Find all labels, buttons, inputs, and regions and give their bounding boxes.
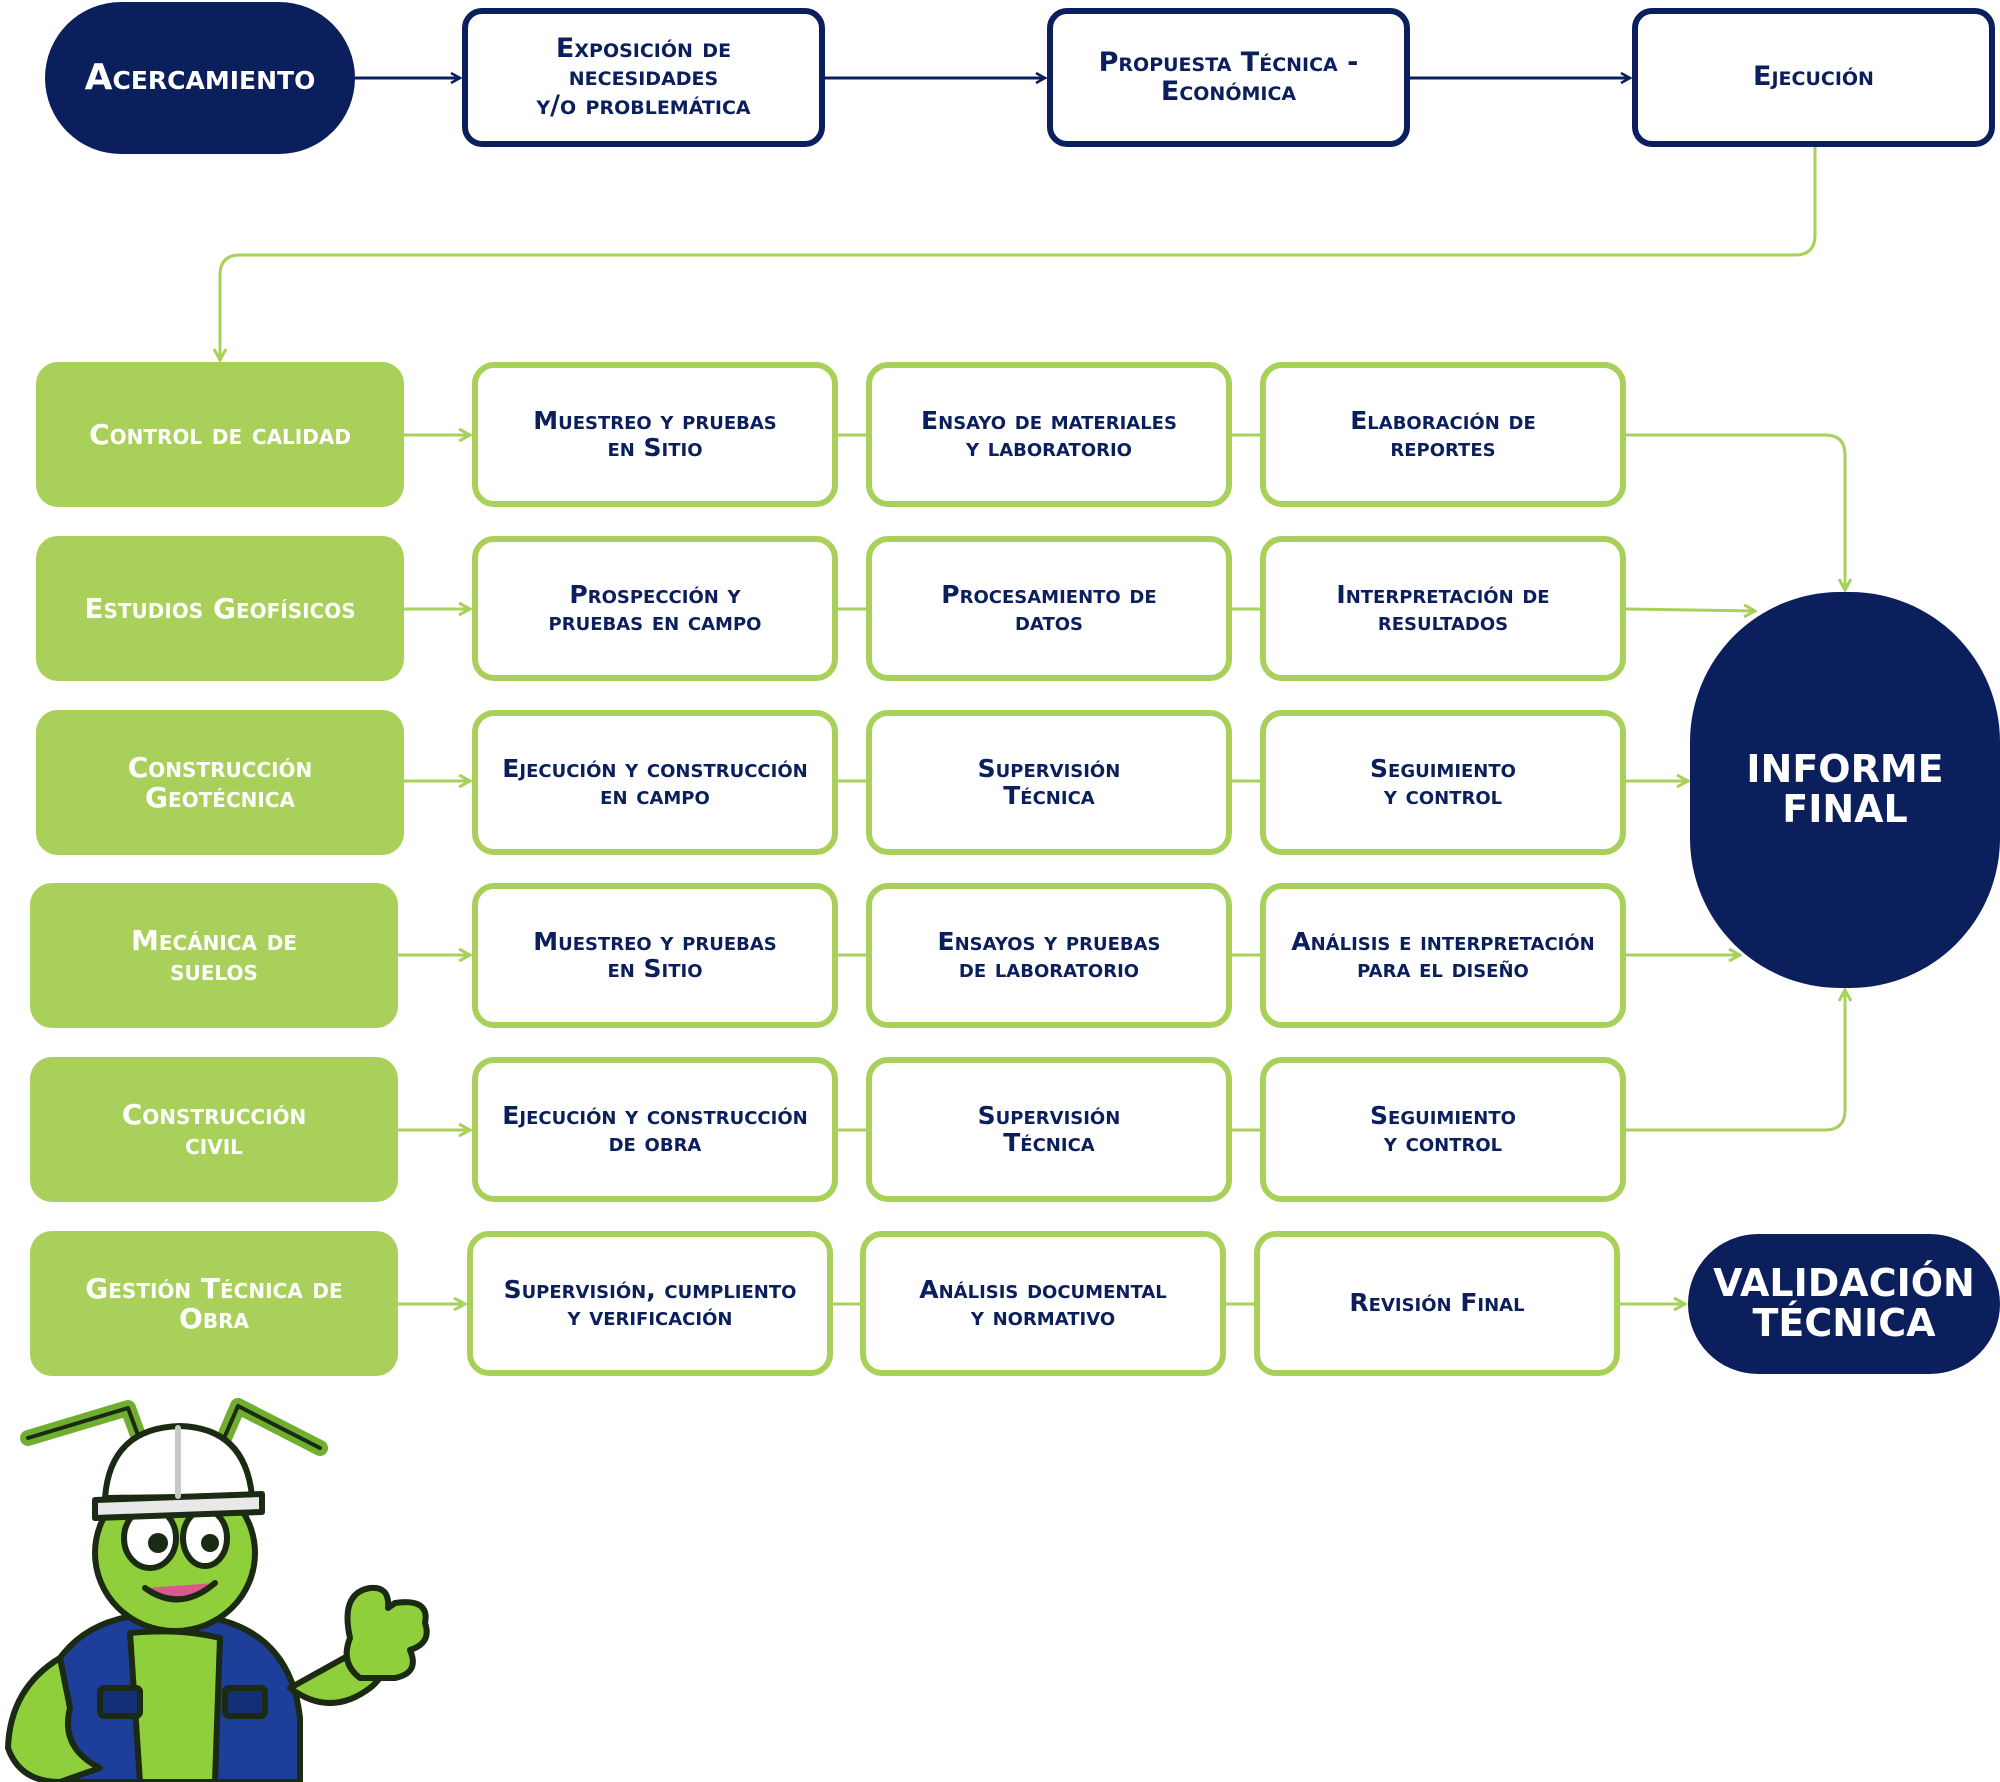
row1-step-1: Muestreo y pruebas en Sitio	[472, 362, 838, 507]
category-gestion-tecnica-de-obra: Gestión Técnica de Obra	[30, 1231, 398, 1376]
category-construccion-civil: Construcción civil	[30, 1057, 398, 1202]
row6-step-3: Revisión Final	[1254, 1231, 1620, 1376]
row5-step-1: Ejecución y construcción de obra	[472, 1057, 838, 1202]
row3-step-1: Ejecución y construcción en campo	[472, 710, 838, 855]
category-mecanica-de-suelos: Mecánica de suelos	[30, 883, 398, 1028]
row3-step-3: Seguimiento y control	[1260, 710, 1626, 855]
row5-step-3: Seguimiento y control	[1260, 1057, 1626, 1202]
row2-step-3: Interpretación de resultados	[1260, 536, 1626, 681]
category-control-de-calidad: Control de calidad	[36, 362, 404, 507]
row2-step-1: Prospección y pruebas en campo	[472, 536, 838, 681]
informe-final-node: INFORME FINAL	[1690, 592, 2000, 988]
row4-step-3: Análisis e interpretación para el diseño	[1260, 883, 1626, 1028]
row4-step-2: Ensayos y pruebas de laboratorio	[866, 883, 1232, 1028]
category-construccion-geotecnica: Construcción Geotécnica	[36, 710, 404, 855]
top-step-1: Exposición de necesidades y/o problemáti…	[462, 8, 825, 147]
start-node-acercamiento: Acercamiento	[45, 2, 355, 154]
row1-step-2: Ensayo de materiales y laboratorio	[866, 362, 1232, 507]
row3-step-2: Supervisión Técnica	[866, 710, 1232, 855]
row5-step-2: Supervisión Técnica	[866, 1057, 1232, 1202]
row6-step-1: Supervisión, cumpliento y verificación	[467, 1231, 833, 1376]
row1-step-3: Elaboración de reportes	[1260, 362, 1626, 507]
ant-engineer-mascot-icon	[5, 1398, 430, 1782]
category-estudios-geofisicos: Estudios Geofísicos	[36, 536, 404, 681]
validacion-tecnica-node: VALIDACIÓN TÉCNICA	[1688, 1234, 2000, 1374]
row6-step-2: Análisis documental y normativo	[860, 1231, 1226, 1376]
row2-step-2: Procesamiento de datos	[866, 536, 1232, 681]
top-step-2: Propuesta Técnica - Económica	[1047, 8, 1410, 147]
top-step-3: Ejecución	[1632, 8, 1995, 147]
row4-step-1: Muestreo y pruebas en Sitio	[472, 883, 838, 1028]
